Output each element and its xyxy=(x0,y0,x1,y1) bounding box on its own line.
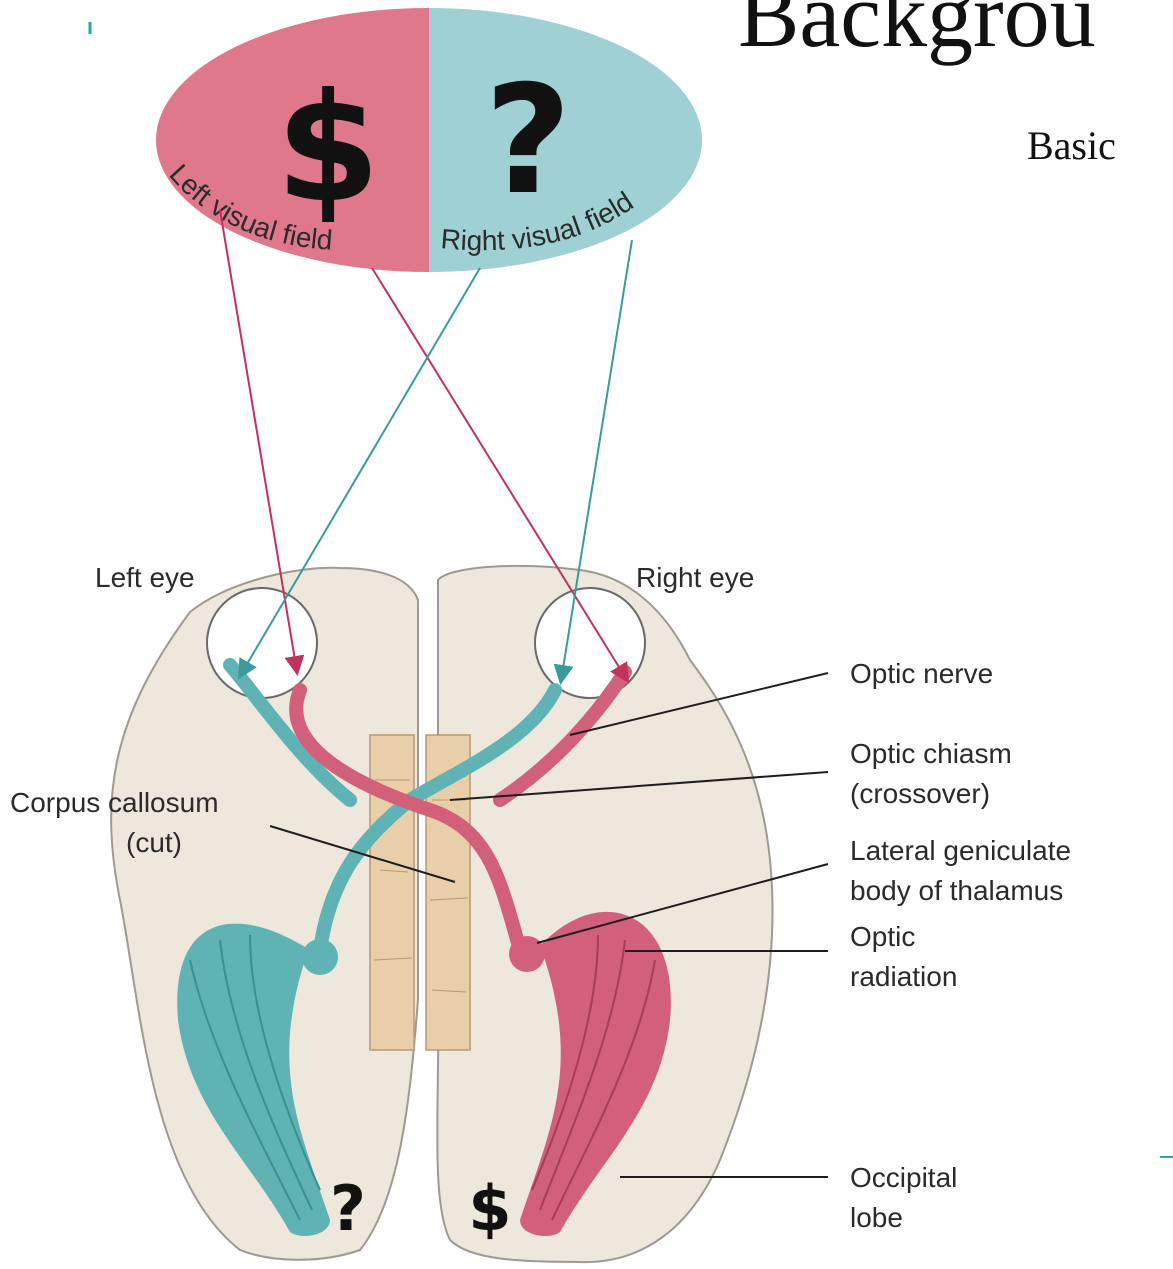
optic-radiation-label: Optic xyxy=(850,921,915,952)
lateral-geniculate-sublabel: body of thalamus xyxy=(850,875,1063,906)
slide-subtitle: Basic xyxy=(1027,122,1116,169)
optic-radiation-sublabel: radiation xyxy=(850,961,957,992)
left-eye xyxy=(207,588,317,698)
occipital-lobe-sublabel: lobe xyxy=(850,1202,903,1233)
slide-title: Backgrou xyxy=(738,0,1096,68)
visual-field-oval xyxy=(150,0,709,280)
corpus-callosum-sublabel: (cut) xyxy=(126,827,182,858)
optic-chiasm-label: Optic chiasm xyxy=(850,738,1012,769)
lateral-geniculate-label: Lateral geniculate xyxy=(850,835,1071,866)
right-eye-label: Right eye xyxy=(636,562,754,593)
left-eye-label: Left eye xyxy=(95,562,195,593)
optic-chiasm-sublabel: (crossover) xyxy=(850,778,990,809)
corpus-callosum-label: Corpus callosum xyxy=(10,787,219,818)
occipital-right-symbol: $ xyxy=(468,1172,511,1245)
occipital-left-symbol: ? xyxy=(330,1172,366,1245)
occipital-lobe-label: Occipital xyxy=(850,1162,957,1193)
optic-nerve-label: Optic nerve xyxy=(850,658,993,689)
right-eye xyxy=(535,588,645,698)
visual-field-left-symbol: $ xyxy=(276,62,380,236)
visual-field-right-symbol: ? xyxy=(484,54,571,228)
